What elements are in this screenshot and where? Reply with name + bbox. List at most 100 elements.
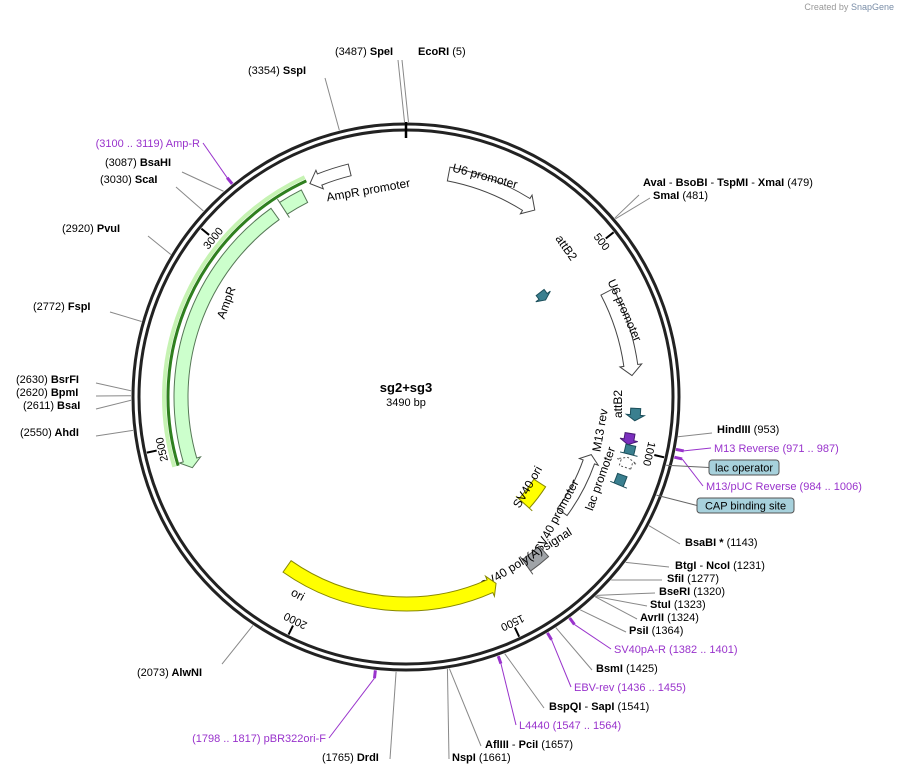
cap-binding-feature[interactable]: [610, 473, 627, 488]
enzyme-label[interactable]: BtgI - NcoI (1231): [675, 560, 765, 572]
enzyme-label[interactable]: (3030) ScaI: [100, 174, 157, 186]
tick-label: 1000: [640, 440, 657, 467]
enzyme-label[interactable]: (3354) SspI: [248, 65, 306, 77]
enzyme-name: EcoRI: [418, 46, 449, 58]
enzyme-position: (3030): [100, 174, 132, 186]
enzyme-name: StuI: [650, 599, 671, 611]
enzyme-name: BsaBI *: [685, 537, 724, 549]
tick-label: 2000: [282, 609, 309, 631]
tick-mark: [654, 455, 664, 457]
ori-feature[interactable]: [283, 561, 496, 611]
enzyme-leader-line: [176, 187, 203, 211]
lac-operator-marker: [617, 457, 636, 469]
enzyme-leader-line: [96, 383, 131, 391]
primer-label[interactable]: SV40pA-R (1382 .. 1401): [614, 644, 738, 656]
enzyme-label[interactable]: EcoRI (5): [418, 46, 466, 58]
enzyme-leader-line: [449, 669, 481, 746]
enzyme-label[interactable]: AvrII (1324): [640, 612, 699, 624]
primer-leader-line: [682, 459, 703, 486]
enzyme-label[interactable]: (2611) BsaI: [23, 400, 80, 412]
primer-leader-line: [329, 678, 374, 738]
enzyme-label[interactable]: StuI (1323): [650, 599, 706, 611]
enzyme-leader-line: [580, 610, 626, 632]
ampr-promoter-feature[interactable]: [310, 164, 351, 189]
enzyme-label[interactable]: (2550) AhdI: [20, 427, 79, 439]
ori-label: ori: [289, 585, 307, 604]
enzyme-name: SmaI: [653, 190, 679, 202]
enzyme-label[interactable]: BspQI - SapI (1541): [549, 701, 649, 713]
enzyme-label[interactable]: (2073) AlwNI: [137, 667, 202, 679]
enzyme-position: -: [581, 701, 591, 713]
enzyme-position: -: [696, 560, 706, 572]
enzyme-label[interactable]: (2620) BpmI: [16, 387, 78, 399]
enzyme-name: AhdI: [52, 427, 79, 439]
enzyme-name: BsoBI: [676, 177, 708, 189]
attb2-2-feature[interactable]: [626, 408, 644, 421]
enzyme-name: AlwNI: [169, 667, 202, 679]
enzyme-name: AvaI: [643, 177, 666, 189]
enzyme-label[interactable]: (2630) BsrFI: [16, 374, 79, 386]
enzyme-name: BtgI: [675, 560, 696, 572]
tick-mark: [606, 232, 614, 238]
enzyme-name: AvrII: [640, 612, 664, 624]
boxed-label[interactable]: lac operator: [715, 463, 773, 475]
primer-leader-line: [684, 448, 711, 451]
enzyme-leader-line: [626, 562, 669, 567]
enzyme-leader-line: [447, 669, 449, 759]
enzyme-name: SspI: [280, 65, 306, 77]
enzyme-name: SfiI: [667, 573, 684, 585]
enzyme-label[interactable]: (1765) DrdI: [322, 752, 379, 764]
attb2-1-feature[interactable]: [536, 289, 551, 301]
enzyme-label[interactable]: BsmI (1425): [596, 663, 658, 675]
enzyme-leader-line: [325, 78, 339, 130]
enzyme-position: (2073): [137, 667, 169, 679]
enzyme-label[interactable]: (2772) FspI: [33, 301, 90, 313]
enzyme-label[interactable]: (2920) PvuI: [62, 223, 120, 235]
m13-rev-feature[interactable]: [620, 433, 638, 445]
enzyme-position: (1143): [724, 537, 758, 549]
lac-operator-feature[interactable]: [620, 444, 637, 456]
backbone: [133, 122, 679, 670]
enzyme-position: -: [666, 177, 676, 189]
enzyme-label[interactable]: SfiI (1277): [667, 573, 719, 585]
enzyme-label[interactable]: AflIII - PciI (1657): [485, 739, 573, 751]
enzyme-label[interactable]: BseRI (1320): [659, 586, 725, 598]
primer-mark: [676, 449, 684, 451]
boxed-leader-line: [656, 495, 697, 505]
enzyme-position: (1323): [671, 599, 706, 611]
enzyme-position: (3354): [248, 65, 280, 77]
enzyme-name: HindIII: [717, 424, 751, 436]
attb2-1-label: attB2: [553, 232, 581, 263]
primer-label[interactable]: M13 Reverse (971 .. 987): [714, 443, 839, 455]
enzyme-label[interactable]: BsaBI * (1143): [685, 537, 758, 549]
enzyme-label[interactable]: SmaI (481): [653, 190, 708, 202]
enzyme-position: (1320): [690, 586, 725, 598]
enzyme-leader-line: [110, 312, 142, 321]
primer-label[interactable]: EBV-rev (1436 .. 1455): [574, 682, 686, 694]
primer-label[interactable]: L4440 (1547 .. 1564): [519, 720, 621, 732]
enzyme-position: (953): [751, 424, 780, 436]
boxed-label[interactable]: CAP binding site: [705, 501, 786, 513]
enzyme-label[interactable]: AvaI - BsoBI - TspMI - XmaI (479): [643, 177, 813, 189]
tick-mark: [147, 451, 157, 453]
enzyme-label[interactable]: (3087) BsaHI: [105, 157, 171, 169]
enzyme-name: DrdI: [354, 752, 379, 764]
enzyme-position: (3487): [335, 46, 367, 58]
enzyme-label[interactable]: PsiI (1364): [629, 625, 683, 637]
enzyme-label[interactable]: (3487) SpeI: [335, 46, 393, 58]
enzyme-position: (2620): [16, 387, 48, 399]
enzyme-position: (5): [449, 46, 466, 58]
enzyme-name: FspI: [65, 301, 91, 313]
primer-label[interactable]: M13/pUC Reverse (984 .. 1006): [706, 481, 862, 493]
enzyme-leader-line: [596, 593, 655, 595]
enzyme-leader-line: [182, 172, 224, 191]
enzyme-label[interactable]: NspI (1661): [452, 752, 511, 764]
primer-label[interactable]: (3100 .. 3119) Amp-R: [96, 138, 200, 150]
tick-mark: [289, 626, 293, 635]
enzyme-label[interactable]: HindIII (953): [717, 424, 779, 436]
ampr-feature[interactable]: [174, 208, 279, 467]
enzyme-name: PvuI: [94, 223, 120, 235]
primer-label[interactable]: (1798 .. 1817) pBR322ori-F: [192, 733, 326, 745]
enzyme-name: XmaI: [758, 177, 784, 189]
